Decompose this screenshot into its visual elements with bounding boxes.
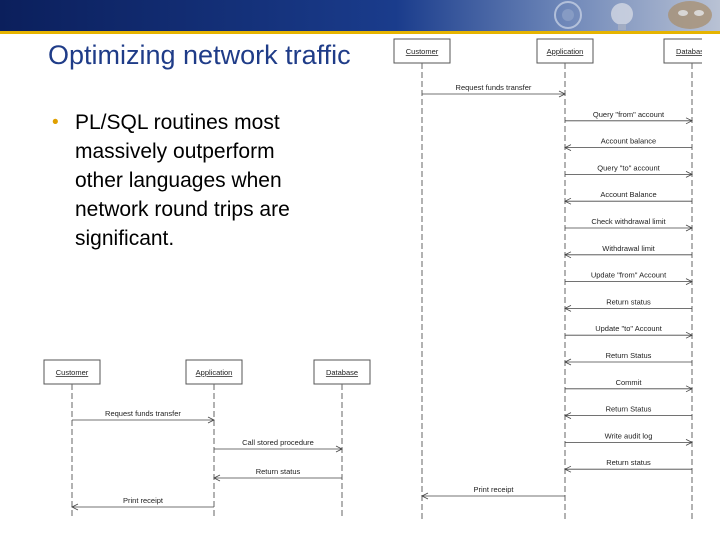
message-label: Withdrawal limit — [602, 244, 655, 253]
arrowhead — [685, 331, 693, 339]
message-label: Print receipt — [123, 496, 164, 505]
bullet-list: • PL/SQL routines most massively outperf… — [52, 108, 292, 253]
participant-box — [185, 359, 243, 385]
arrowhead — [685, 117, 693, 125]
arrowhead — [564, 251, 572, 259]
arrowhead — [207, 416, 215, 424]
arrowhead — [71, 503, 79, 511]
arrowhead — [685, 224, 693, 232]
header-banner — [0, 0, 720, 34]
participant-label: Database — [676, 47, 702, 56]
message-label: Write audit log — [605, 431, 653, 440]
participant-label: Application — [547, 47, 584, 56]
message-label: Account Balance — [600, 190, 656, 199]
message-label: Query "to" account — [597, 163, 660, 172]
participant-label: Application — [196, 368, 233, 377]
arrowhead — [564, 465, 572, 473]
message-label: Request funds transfer — [456, 83, 532, 92]
arrowhead — [335, 445, 343, 453]
message-label: Account balance — [601, 137, 656, 146]
arrowhead — [421, 492, 429, 500]
arrowhead — [564, 412, 572, 419]
arrowhead — [213, 474, 221, 482]
message-label: Query "from" account — [593, 110, 665, 119]
message-label: Return Status — [606, 405, 652, 414]
participant-box — [43, 359, 101, 385]
arrowhead — [564, 144, 572, 151]
message-label: Update "to" Account — [595, 324, 663, 333]
message-label: Update "from" Account — [591, 271, 667, 280]
arrowhead — [564, 305, 572, 312]
arrowhead — [564, 197, 572, 205]
participant-label: Customer — [56, 368, 89, 377]
bullet-item: • PL/SQL routines most massively outperf… — [52, 108, 292, 253]
participant-box — [663, 38, 702, 64]
message-label: Call stored procedure — [242, 438, 314, 447]
bullet-text: PL/SQL routines most massively outperfor… — [75, 111, 290, 250]
message-label: Request funds transfer — [105, 409, 181, 418]
arrowhead — [685, 385, 693, 393]
message-label: Return status — [606, 458, 651, 467]
participant-box — [313, 359, 371, 385]
participant-label: Customer — [406, 47, 439, 56]
message-label: Commit — [616, 378, 643, 387]
arrowhead — [685, 278, 693, 285]
arrowhead — [685, 171, 693, 178]
message-label: Return status — [256, 467, 301, 476]
arrowhead — [685, 439, 693, 446]
participant-box — [393, 38, 451, 64]
arrowhead — [564, 358, 572, 366]
message-label: Check withdrawal limit — [591, 217, 666, 226]
slide-title: Optimizing network traffic — [48, 40, 351, 70]
bullet-dot-icon: • — [52, 112, 59, 133]
arrowhead — [558, 90, 566, 98]
message-label: Print receipt — [473, 485, 514, 494]
banner-graphic — [554, 1, 712, 30]
participant-label: Database — [326, 368, 358, 377]
message-label: Return Status — [606, 351, 652, 360]
message-label: Return status — [606, 297, 651, 306]
